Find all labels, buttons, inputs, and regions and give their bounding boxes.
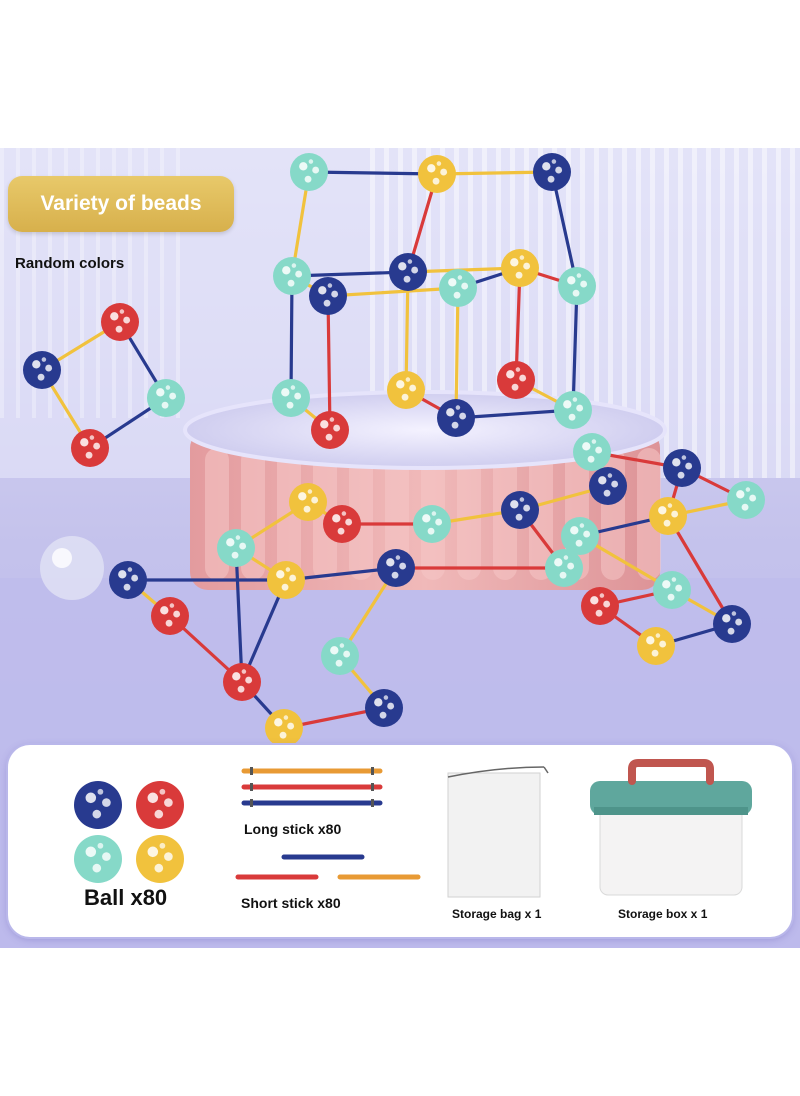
- scene-ball: [290, 153, 328, 191]
- scene-ball: [309, 277, 347, 315]
- short-stick-label: Short stick x80: [241, 895, 341, 911]
- scene-ball: [217, 529, 255, 567]
- storage-bag-label: Storage bag x 1: [452, 907, 542, 921]
- scene-ball: [321, 637, 359, 675]
- scene-ball: [223, 663, 261, 701]
- scene-ball: [727, 481, 765, 519]
- scene-ball: [365, 689, 403, 727]
- scene-ball: [573, 433, 611, 471]
- sample-ball-yellow: [136, 835, 184, 883]
- scene-ball: [545, 549, 583, 587]
- scene-ball: [109, 561, 147, 599]
- scene-ball: [554, 391, 592, 429]
- storage-box-label: Storage box x 1: [618, 907, 708, 921]
- sample-ball-mint: [74, 835, 122, 883]
- scene-ball: [663, 449, 701, 487]
- scene-ball: [323, 505, 361, 543]
- short-stick-samples: [235, 854, 421, 880]
- scene-ball: [389, 253, 427, 291]
- scene-ball: [101, 303, 139, 341]
- contents-panel: Ball x80 Long stick x80 Short stick x80 …: [8, 745, 792, 937]
- scene-ball: [23, 351, 61, 389]
- scene-ball: [581, 587, 619, 625]
- sample-ball-red: [136, 781, 184, 829]
- bead-balls: [23, 153, 765, 747]
- scene-ball: [311, 411, 349, 449]
- scene-ball: [637, 627, 675, 665]
- scene-ball: [267, 561, 305, 599]
- random-colors-label: Random colors: [15, 255, 125, 272]
- scene-ball: [501, 491, 539, 529]
- variety-badge: Variety of beads: [8, 176, 234, 232]
- scene-ball: [289, 483, 327, 521]
- scene-ball: [533, 153, 571, 191]
- scene-ball: [653, 571, 691, 609]
- long-stick-samples: [241, 767, 383, 807]
- scene-ball: [413, 505, 451, 543]
- product-photo: Variety of beads Random colors: [0, 148, 800, 948]
- scene-ball: [387, 371, 425, 409]
- scene-ball: [561, 517, 599, 555]
- sample-ball-navy: [74, 781, 122, 829]
- scene-ball: [377, 549, 415, 587]
- scene-ball: [265, 709, 303, 747]
- glass-sphere: [40, 536, 104, 600]
- scene-ball: [558, 267, 596, 305]
- blind-stripes: [0, 148, 795, 478]
- scene-ball: [439, 269, 477, 307]
- scene-ball: [147, 379, 185, 417]
- scene-ball: [649, 497, 687, 535]
- scene-ball: [418, 155, 456, 193]
- storage-bag-image: [447, 766, 549, 898]
- scene-ball: [151, 597, 189, 635]
- long-stick-label: Long stick x80: [244, 821, 342, 837]
- scene-ball: [71, 429, 109, 467]
- scene-ball: [713, 605, 751, 643]
- scene-ball: [273, 257, 311, 295]
- storage-box-image: [590, 759, 752, 896]
- ball-samples: [74, 781, 184, 883]
- scene-ball: [497, 361, 535, 399]
- ball-count-label: Ball x80: [84, 885, 168, 910]
- contents-illustrations: [74, 759, 752, 898]
- scene-ball: [437, 399, 475, 437]
- scene-ball: [272, 379, 310, 417]
- scene-ball: [589, 467, 627, 505]
- scene-ball: [501, 249, 539, 287]
